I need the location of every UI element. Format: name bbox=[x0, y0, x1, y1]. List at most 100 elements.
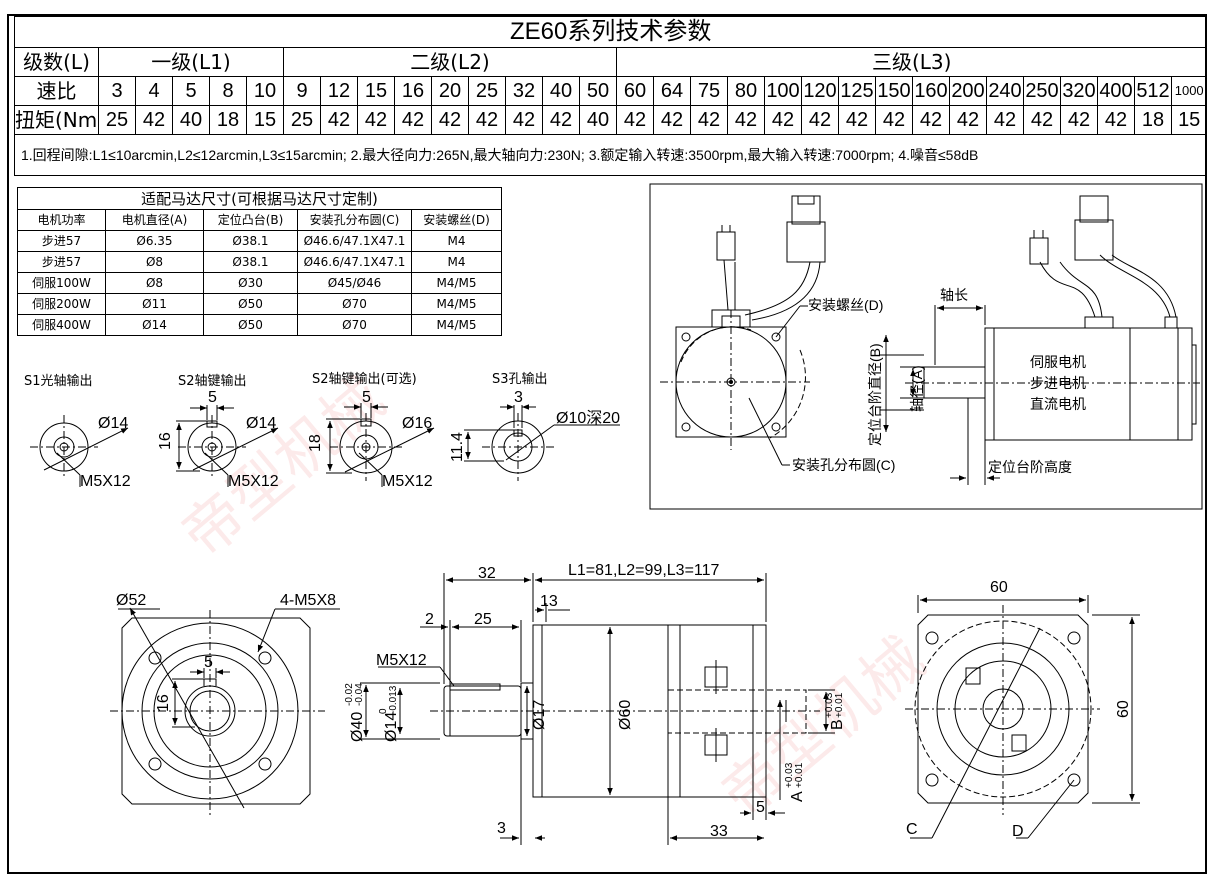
motor-cell: Ø46.6/47.1X47.1 bbox=[297, 251, 412, 273]
boss-height-label: 定位台阶高度 bbox=[988, 459, 1072, 475]
a-dim: A bbox=[789, 791, 806, 802]
torque-cell: 42 bbox=[542, 105, 580, 135]
motor-front bbox=[660, 195, 826, 466]
motor-cell: 伺服100W bbox=[17, 272, 106, 294]
motor-side bbox=[880, 195, 1200, 485]
motor-cell: Ø8 bbox=[105, 251, 204, 273]
rear-view bbox=[905, 595, 1140, 839]
rear-c: C bbox=[906, 821, 918, 838]
motor-cell: Ø70 bbox=[297, 314, 412, 336]
torque-cell: 42 bbox=[949, 105, 987, 135]
ratio-cell: 40 bbox=[542, 76, 580, 106]
len-2: 2 bbox=[425, 611, 434, 628]
rear-width: 60 bbox=[990, 579, 1008, 596]
torque-cell: 40 bbox=[172, 105, 210, 135]
shaft-s1 bbox=[30, 415, 129, 487]
s2b-title: S2轴键输出(可选) bbox=[312, 372, 417, 387]
a-tol-up: +0.03 bbox=[784, 762, 795, 788]
torque-cell: 42 bbox=[1023, 105, 1061, 135]
s3-dia: Ø10深20 bbox=[556, 409, 620, 427]
s2b-height: 18 bbox=[307, 434, 324, 452]
ratio-cell: 125 bbox=[838, 76, 876, 106]
d40: Ø40 bbox=[349, 712, 366, 742]
motor-table-title: 适配马达尺寸(可根据马达尺寸定制) bbox=[16, 187, 503, 210]
motor-cell: 伺服200W bbox=[17, 293, 106, 315]
len-5: 5 bbox=[756, 799, 765, 816]
motor-type-2: 步进电机 bbox=[1030, 375, 1086, 391]
front-key: 5 bbox=[204, 654, 213, 671]
shaft-s2 bbox=[176, 405, 279, 487]
torque-cell: 42 bbox=[912, 105, 950, 135]
s2-title: S2轴键输出 bbox=[178, 374, 247, 389]
torque-cell: 15 bbox=[1170, 105, 1208, 135]
motor-cell: M4/M5 bbox=[410, 314, 503, 336]
torque-cell: 42 bbox=[727, 105, 765, 135]
s2b-dia: Ø16 bbox=[402, 415, 432, 432]
motor-cell: Ø38.1 bbox=[203, 230, 298, 252]
motor-diagram-frame bbox=[649, 183, 1203, 510]
b-tol-low: +0.01 bbox=[834, 692, 845, 718]
s3-height: 11.4 bbox=[449, 432, 466, 462]
level-1: 一级(L1) bbox=[98, 47, 284, 77]
motor-header: 安装螺丝(D) bbox=[410, 209, 503, 231]
motor-screw-label: 安装螺丝(D) bbox=[808, 297, 883, 313]
len-25: 25 bbox=[474, 611, 492, 628]
front-view bbox=[110, 607, 340, 815]
ratio-cell: 160 bbox=[912, 76, 950, 106]
motor-type-3: 直流电机 bbox=[1030, 396, 1086, 412]
ratio-cell: 75 bbox=[690, 76, 728, 106]
ratio-cell: 25 bbox=[468, 76, 506, 106]
b-tol-up: +0.03 bbox=[824, 692, 835, 718]
len-32: 32 bbox=[478, 565, 496, 582]
ratio-cell: 150 bbox=[875, 76, 913, 106]
ratio-cell: 240 bbox=[986, 76, 1024, 106]
motor-hole-label: 安装孔分布圆(C) bbox=[792, 457, 895, 473]
drawing-sheet bbox=[7, 14, 1207, 874]
torque-cell: 42 bbox=[801, 105, 839, 135]
torque-cell: 42 bbox=[1097, 105, 1135, 135]
torque-label: 扭矩(Nm) bbox=[14, 105, 99, 135]
d14-tol-low: -0.013 bbox=[388, 685, 399, 714]
len-total: L1=81,L2=99,L3=117 bbox=[568, 562, 720, 579]
motor-cell: Ø14 bbox=[105, 314, 204, 336]
torque-cell: 42 bbox=[320, 105, 358, 135]
motor-cell: Ø6.35 bbox=[105, 230, 204, 252]
torque-cell: 42 bbox=[468, 105, 506, 135]
len-33: 33 bbox=[710, 823, 728, 840]
ratio-cell: 250 bbox=[1023, 76, 1061, 106]
ratio-cell: 12 bbox=[320, 76, 358, 106]
b-dim: B bbox=[829, 719, 846, 730]
a-tol-low: +0.01 bbox=[794, 762, 805, 788]
motor-cell: Ø38.1 bbox=[203, 251, 298, 273]
ratio-cell: 400 bbox=[1097, 76, 1135, 106]
len-3: 3 bbox=[497, 820, 506, 837]
boss-dia-label: 定位台阶直径(B) bbox=[867, 343, 883, 446]
torque-cell: 42 bbox=[838, 105, 876, 135]
motor-size-table: 适配马达尺寸(可根据马达尺寸定制) 电机功率 电机直径(A) 定位凸台(B) 安… bbox=[16, 187, 503, 336]
shaft-dia-label: 轴径(A) bbox=[909, 365, 925, 412]
torque-cell: 15 bbox=[246, 105, 284, 135]
s3-title: S3孔输出 bbox=[492, 372, 548, 387]
torque-cell: 42 bbox=[986, 105, 1024, 135]
s3-key: 3 bbox=[514, 389, 523, 406]
d17: Ø17 bbox=[531, 700, 548, 730]
level-3: 三级(L3) bbox=[615, 47, 1208, 77]
motor-cell: Ø50 bbox=[203, 314, 298, 336]
torque-cell: 42 bbox=[764, 105, 802, 135]
s2-key: 5 bbox=[208, 389, 217, 406]
spec-note: 1.回程间隙:L1≤10arcmin,L2≤12arcmin,L3≤15arcm… bbox=[13, 134, 1208, 176]
torque-cell: 25 bbox=[98, 105, 136, 135]
ratio-cell: 80 bbox=[727, 76, 765, 106]
s2-dia: Ø14 bbox=[246, 415, 276, 432]
shaft-s3 bbox=[464, 404, 620, 481]
s1-title: S1光轴输出 bbox=[24, 374, 93, 389]
len-13: 13 bbox=[540, 593, 558, 610]
ratio-cell: 15 bbox=[357, 76, 395, 106]
s1-screw: M5X12 bbox=[80, 473, 131, 490]
motor-cell: M4/M5 bbox=[410, 293, 503, 315]
torque-cell: 25 bbox=[283, 105, 321, 135]
